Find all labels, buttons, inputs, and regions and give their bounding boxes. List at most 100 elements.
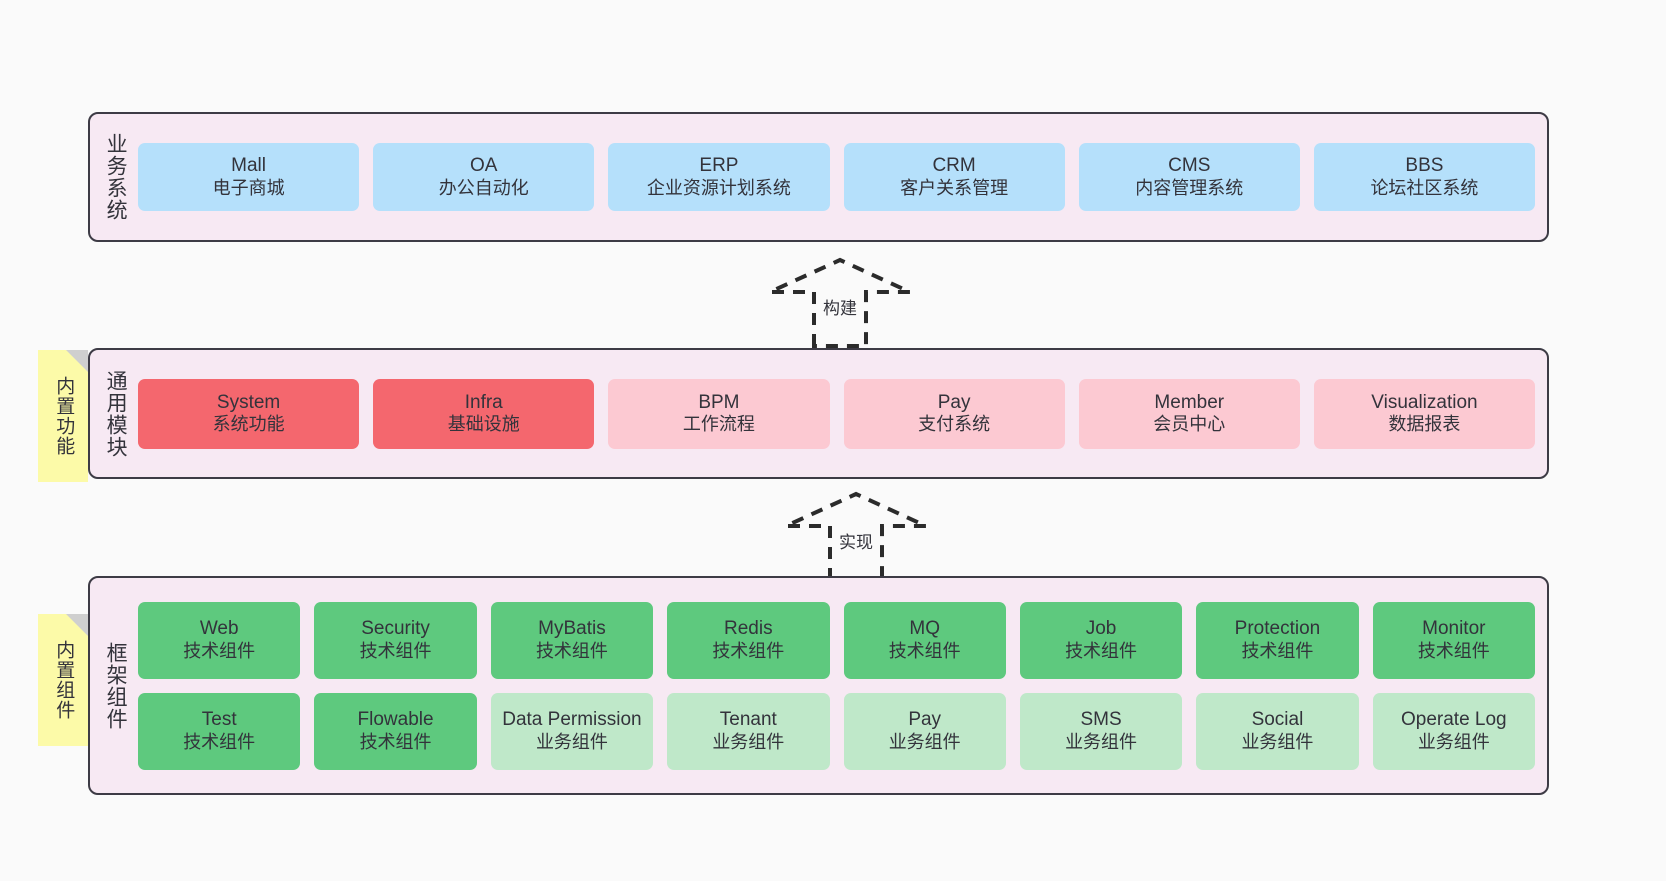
layer-label-common-module: 通用模块	[104, 369, 128, 458]
node-erp[interactable]: ERP 企业资源计划系统	[608, 143, 830, 211]
node-title: ERP	[699, 155, 739, 177]
node-title: Pay	[937, 391, 971, 413]
node-web[interactable]: Web 技术组件	[138, 601, 301, 679]
node-subtitle: 企业资源计划系统	[646, 177, 791, 198]
arrow-build-label: 构建	[823, 299, 857, 318]
node-job[interactable]: Job 技术组件	[1019, 601, 1183, 679]
node-subtitle: 技术组件	[712, 640, 785, 661]
node-subtitle: 技术组件	[535, 640, 608, 661]
cell-row: Mall 电子商城 OA 办公自动化 ERP 企业资源计划系统 CRM 客户关系…	[138, 143, 1536, 211]
node-security[interactable]: Security 技术组件	[314, 601, 477, 679]
layer-common-module: 通用模块 System 系统功能 Infra 基础设施 BPM 工作流程 Pay…	[88, 348, 1549, 479]
node-mq[interactable]: MQ 技术组件	[843, 601, 1006, 679]
node-member[interactable]: Member 会员中心	[1078, 378, 1300, 449]
node-infra[interactable]: Infra 基础设施	[373, 378, 595, 449]
node-subtitle: 内容管理系统	[1135, 177, 1244, 198]
node-title: Social	[1251, 709, 1304, 731]
node-bpm[interactable]: BPM 工作流程	[608, 378, 830, 449]
node-title: Job	[1085, 618, 1117, 640]
node-sms[interactable]: SMS 业务组件	[1019, 692, 1183, 770]
layer-label-framework-component: 框架组件	[104, 641, 128, 730]
layer-common-cells: System 系统功能 Infra 基础设施 BPM 工作流程 Pay 支付系统…	[134, 358, 1536, 469]
node-monitor[interactable]: Monitor 技术组件	[1372, 601, 1535, 679]
node-title: SMS	[1080, 709, 1122, 731]
node-tenant[interactable]: Tenant 业务组件	[667, 692, 830, 770]
node-subtitle: 业务组件	[535, 731, 608, 752]
node-subtitle: 技术组件	[183, 731, 256, 752]
node-title: Web	[199, 618, 239, 640]
node-subtitle: 办公自动化	[438, 177, 529, 198]
node-subtitle: 业务组件	[888, 731, 961, 752]
node-title: Visualization	[1371, 391, 1478, 413]
arrow-build-up: 构建	[752, 257, 928, 348]
node-title: Member	[1154, 391, 1225, 413]
node-subtitle: 电子商城	[212, 177, 285, 198]
cell-row: Web 技术组件 Security 技术组件 MyBatis 技术组件 Redi…	[138, 601, 1535, 679]
node-title: MQ	[909, 618, 940, 640]
node-title: Tenant	[719, 709, 777, 731]
arrow-implement-label: 实现	[839, 533, 873, 552]
node-subtitle: 工作流程	[682, 414, 755, 435]
node-subtitle: 技术组件	[183, 640, 256, 661]
node-subtitle: 系统功能	[212, 414, 285, 435]
node-subtitle: 技术组件	[359, 640, 432, 661]
node-title: BBS	[1405, 155, 1444, 177]
node-subtitle: 技术组件	[359, 731, 432, 752]
node-subtitle: 基础设施	[447, 414, 520, 435]
node-cms[interactable]: CMS 内容管理系统	[1078, 143, 1300, 211]
node-social[interactable]: Social 业务组件	[1196, 692, 1359, 770]
node-mall[interactable]: Mall 电子商城	[138, 143, 360, 211]
node-flowable[interactable]: Flowable 技术组件	[314, 692, 477, 770]
node-test[interactable]: Test 技术组件	[138, 692, 301, 770]
node-visualization[interactable]: Visualization 数据报表	[1313, 378, 1536, 449]
node-pay[interactable]: Pay 支付系统	[843, 378, 1065, 449]
node-mybatis[interactable]: MyBatis 技术组件	[490, 601, 654, 679]
node-redis[interactable]: Redis 技术组件	[667, 601, 830, 679]
layer-business-system: 业务系统 Mall 电子商城 OA 办公自动化 ERP 企业资源计划系统 CRM…	[88, 112, 1549, 242]
node-title: OA	[470, 155, 498, 177]
node-title: MyBatis	[538, 618, 606, 640]
node-bbs[interactable]: BBS 论坛社区系统	[1313, 143, 1536, 211]
node-crm[interactable]: CRM 客户关系管理	[843, 143, 1065, 211]
arrow-implement-up: 实现	[768, 491, 944, 582]
node-title: Data Permission	[502, 709, 642, 731]
node-title: Mall	[231, 155, 266, 177]
node-title: CRM	[932, 155, 976, 177]
node-subtitle: 客户关系管理	[900, 177, 1009, 198]
note-built-in-functions: 内置功能	[38, 350, 88, 482]
node-protection[interactable]: Protection 技术组件	[1196, 601, 1359, 679]
node-subtitle: 技术组件	[1241, 640, 1314, 661]
layer-business-cells: Mall 电子商城 OA 办公自动化 ERP 企业资源计划系统 CRM 客户关系…	[134, 122, 1536, 232]
node-subtitle: 会员中心	[1153, 414, 1226, 435]
node-title: BPM	[698, 391, 740, 413]
cell-row: Test 技术组件 Flowable 技术组件 Data Permission …	[138, 692, 1535, 770]
node-title: Flowable	[357, 709, 434, 731]
node-subtitle: 技术组件	[888, 640, 961, 661]
node-subtitle: 技术组件	[1065, 640, 1138, 661]
node-operate-log[interactable]: Operate Log 业务组件	[1372, 692, 1535, 770]
node-title: Test	[201, 709, 237, 731]
node-title: Monitor	[1422, 618, 1486, 640]
node-subtitle: 业务组件	[1241, 731, 1314, 752]
node-title: CMS	[1168, 155, 1211, 177]
layer-framework-cells: Web 技术组件 Security 技术组件 MyBatis 技术组件 Redi…	[134, 586, 1535, 785]
node-title: System	[216, 391, 281, 413]
node-title: Redis	[724, 618, 773, 640]
node-title: Operate Log	[1400, 709, 1507, 731]
node-system[interactable]: System 系统功能	[138, 378, 360, 449]
node-oa[interactable]: OA 办公自动化	[373, 143, 595, 211]
node-title: Security	[361, 618, 430, 640]
node-pay-component[interactable]: Pay 业务组件	[843, 692, 1006, 770]
layer-framework-component: 框架组件 Web 技术组件 Security 技术组件 MyBatis 技术组件…	[88, 576, 1549, 795]
note-built-in-components: 内置组件	[38, 614, 88, 746]
node-title: Protection	[1234, 618, 1321, 640]
node-data-permission[interactable]: Data Permission 业务组件	[490, 692, 654, 770]
node-subtitle: 业务组件	[1417, 731, 1490, 752]
cell-row: System 系统功能 Infra 基础设施 BPM 工作流程 Pay 支付系统…	[138, 378, 1536, 449]
node-subtitle: 业务组件	[1065, 731, 1138, 752]
node-title: Infra	[464, 391, 503, 413]
node-title: Pay	[908, 709, 942, 731]
node-subtitle: 数据报表	[1388, 414, 1461, 435]
node-subtitle: 支付系统	[918, 414, 991, 435]
